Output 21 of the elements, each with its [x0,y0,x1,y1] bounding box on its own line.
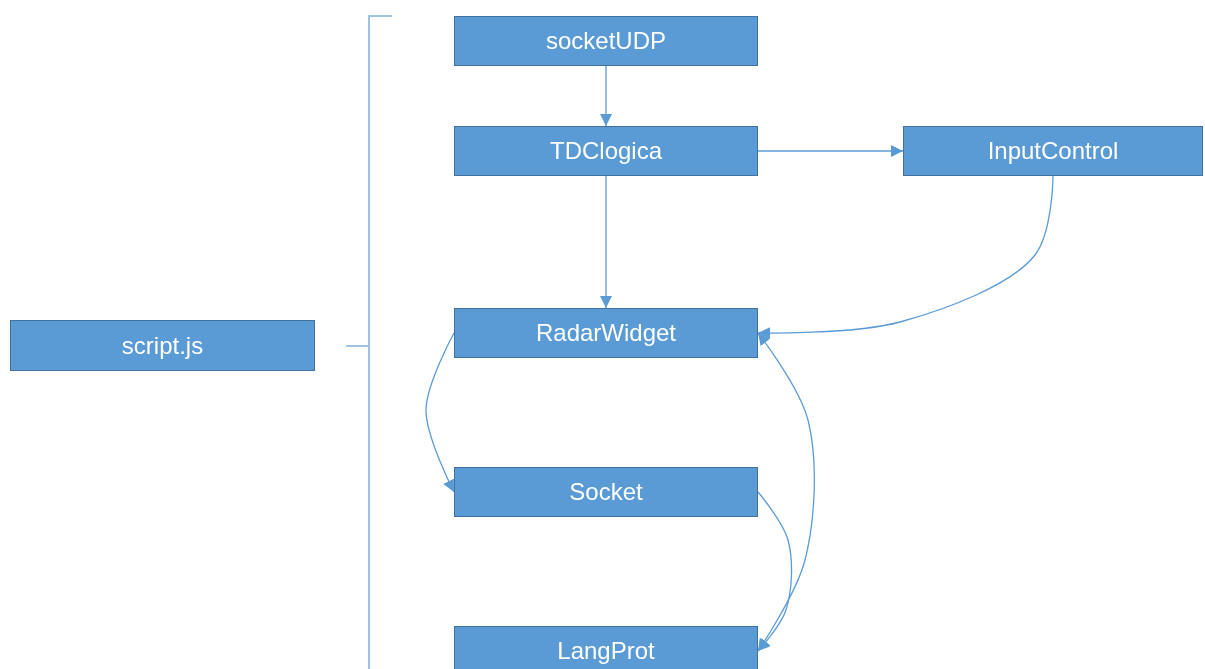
arrow [757,145,904,157]
node-label: script.js [121,331,204,360]
process-box [454,626,758,669]
node-label: TDClogica [550,137,662,165]
node-label: socketUDP [545,27,666,55]
node-label: LangProt [557,637,655,665]
process-box [454,126,758,176]
process-box [903,126,1203,176]
process-box [454,467,758,517]
arrow [757,491,793,652]
process-box [454,308,758,358]
arrow [600,65,612,127]
arrow [425,332,455,493]
arrow [757,332,815,652]
process-box [10,320,315,371]
node-label: RadarWidget [535,319,677,347]
node-label: InputControl [987,137,1119,165]
arrow [757,175,1054,340]
process-box [454,16,758,66]
node-label: Socket [569,478,643,506]
arrow [600,175,612,309]
